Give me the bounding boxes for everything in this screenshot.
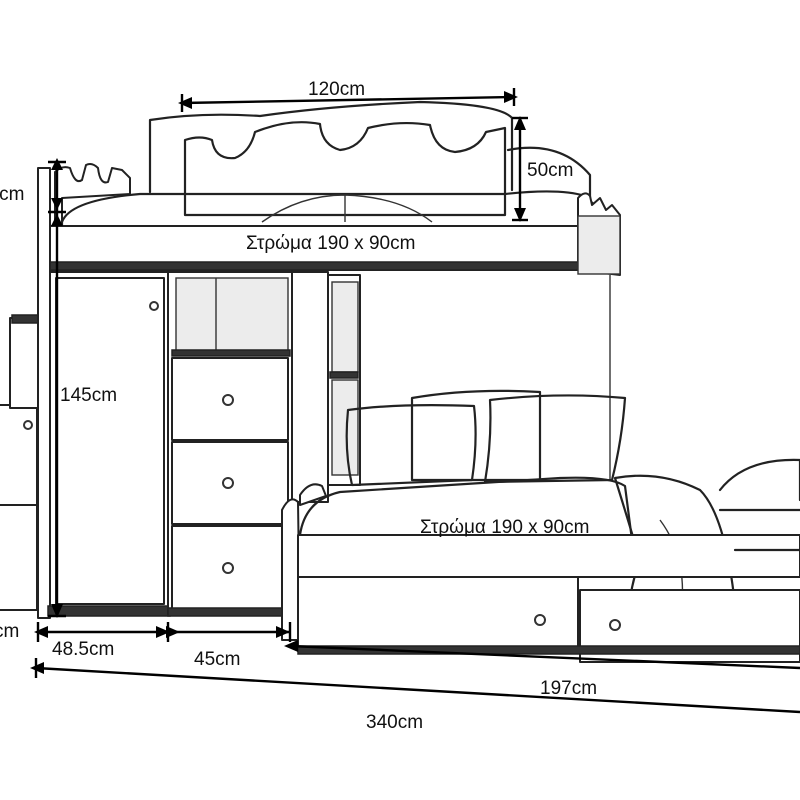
label-wardrobe-depth: 48.5cm — [52, 639, 114, 660]
wardrobe — [47, 271, 171, 617]
label-bed-length: 197cm — [540, 678, 597, 699]
label-top-guard-height: 50cm — [527, 160, 573, 181]
dimension-lines — [30, 88, 800, 714]
label-left-guard-height: 30cm — [0, 184, 24, 205]
side-shelf — [291, 271, 361, 503]
lower-bed — [281, 389, 800, 663]
label-top-mattress-width: 120cm — [308, 79, 365, 100]
drawer-unit — [167, 271, 293, 617]
label-bottom-mattress: Στρώμα 190 x 90cm — [420, 517, 589, 538]
left-post — [37, 167, 51, 619]
label-unit-height: 145cm — [60, 385, 117, 406]
label-total-length: 340cm — [366, 712, 423, 733]
stairs — [0, 314, 41, 611]
label-stairs-depth: cm — [0, 621, 19, 642]
label-shelf-depth: 45cm — [194, 649, 240, 670]
label-top-mattress: Στρώμα 190 x 90cm — [246, 233, 415, 254]
